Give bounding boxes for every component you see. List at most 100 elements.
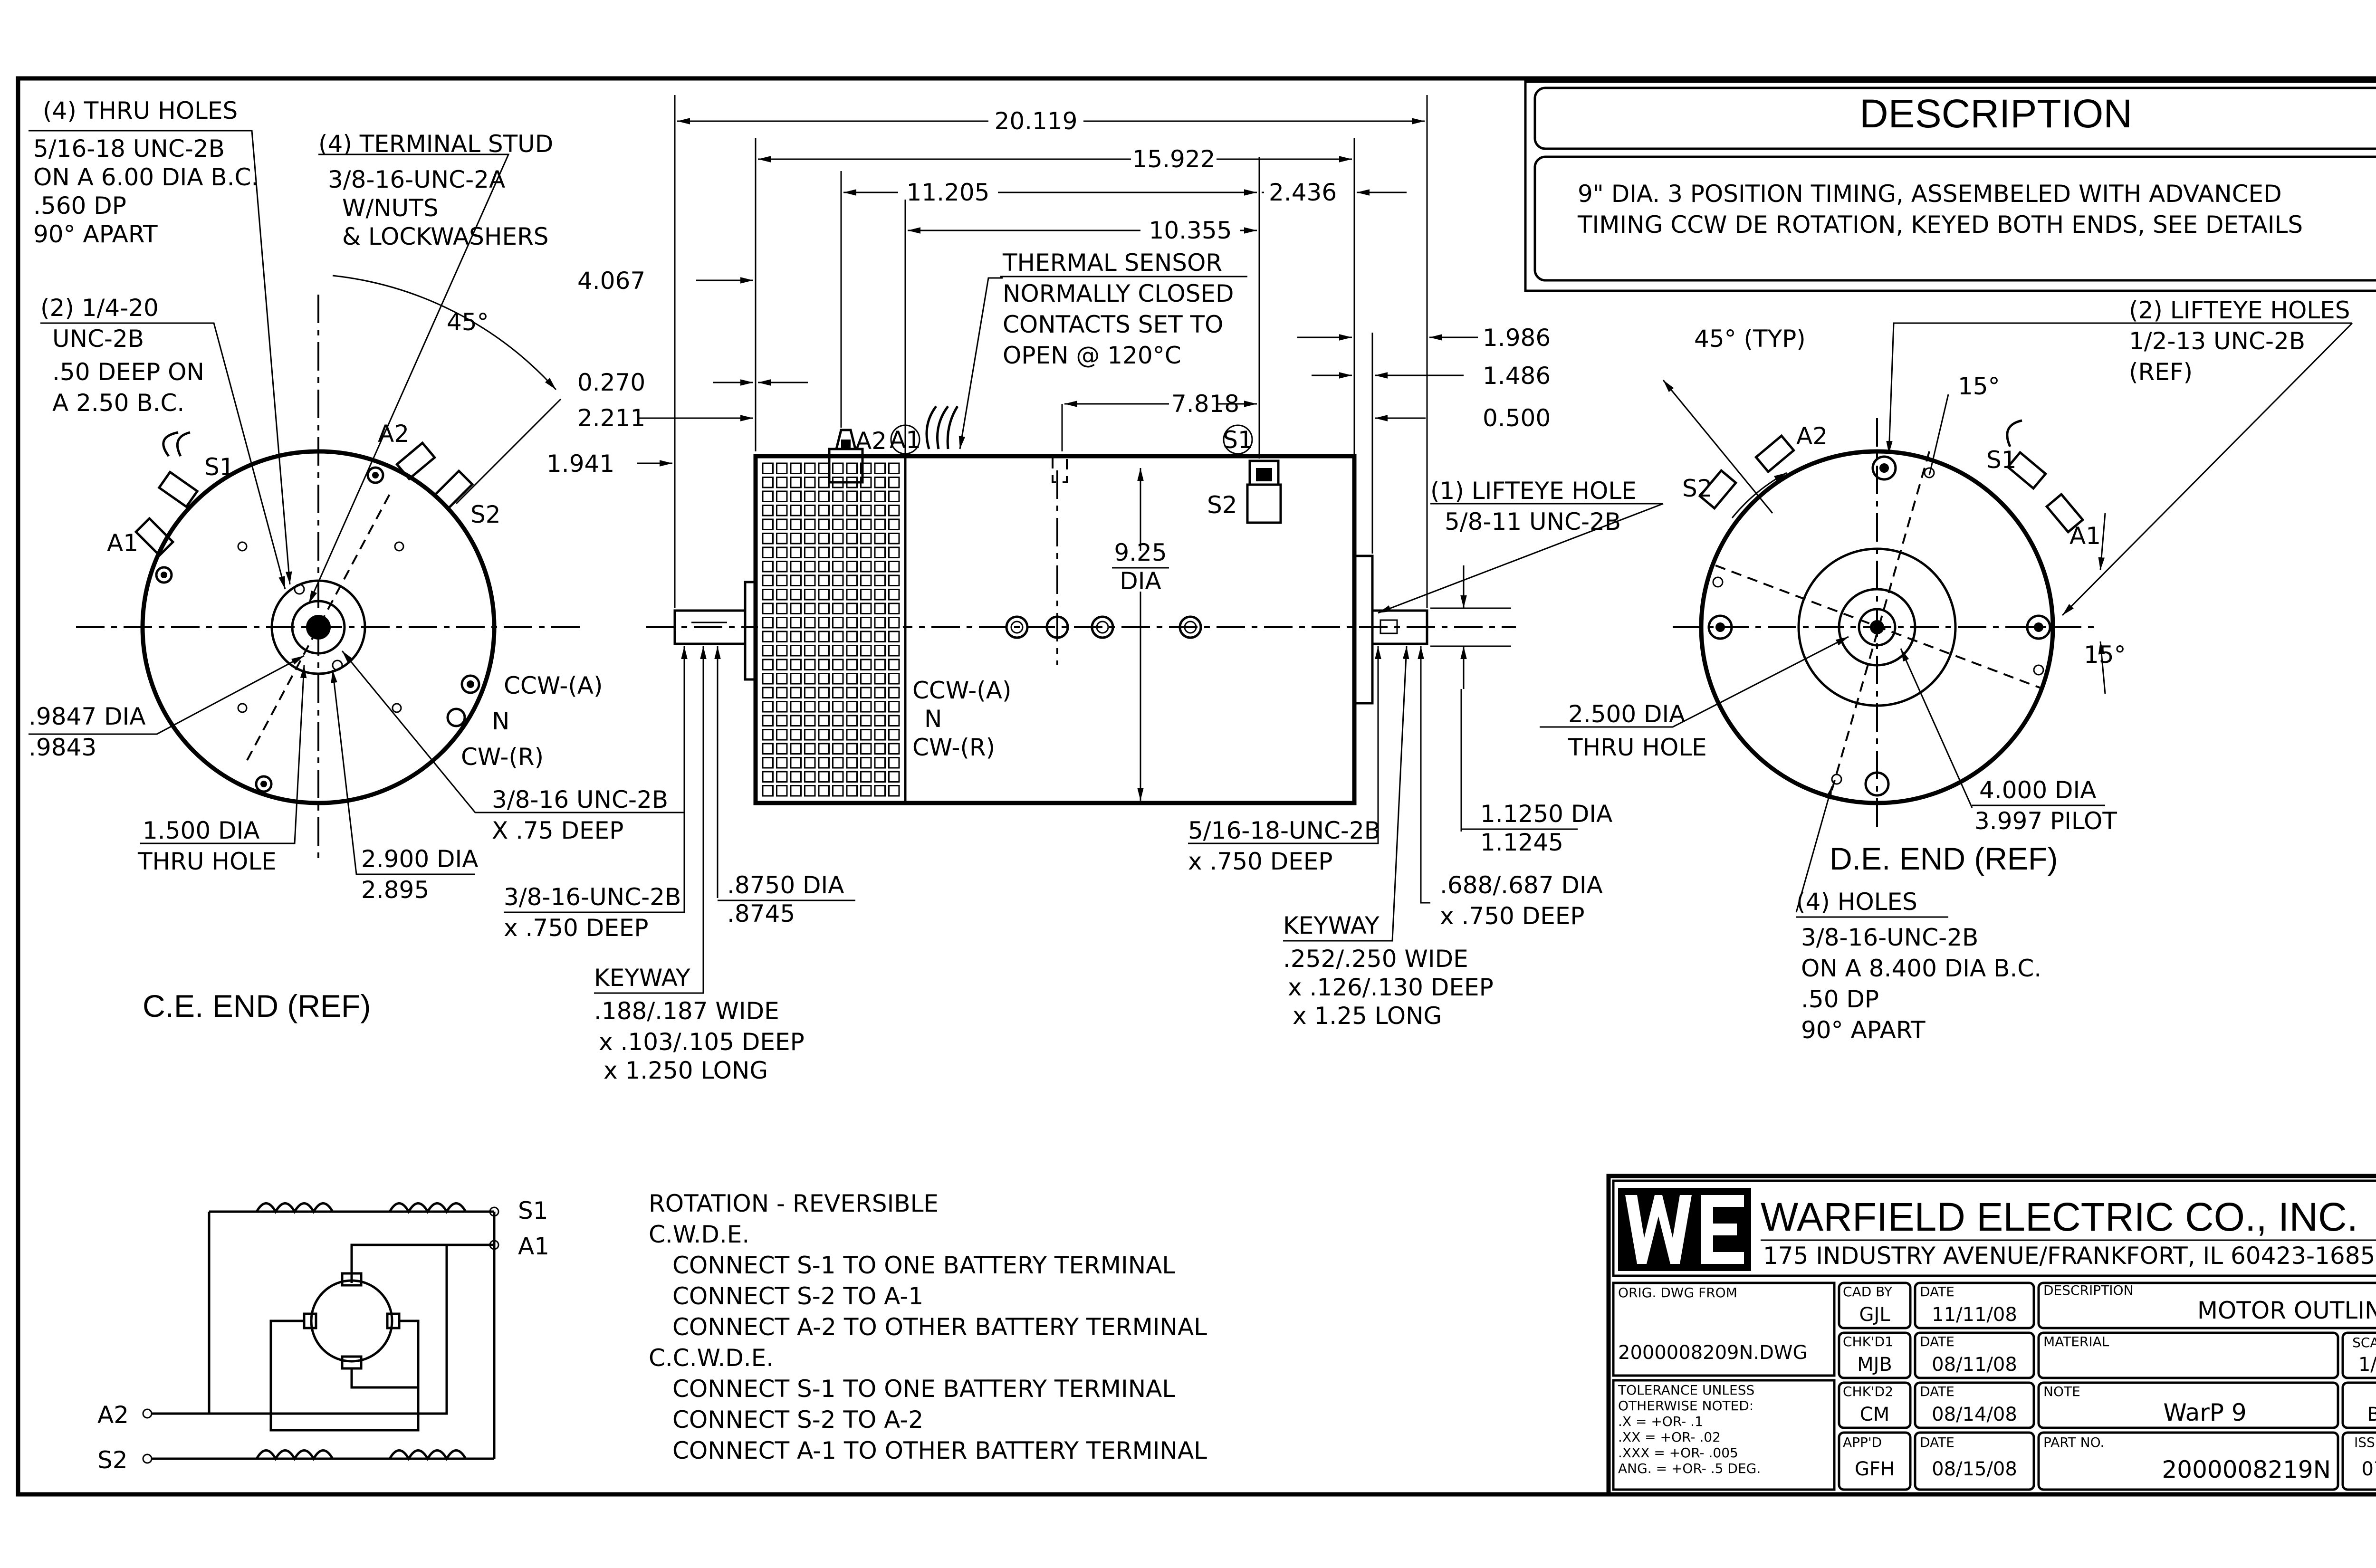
sheet-border	[16, 76, 2376, 1497]
vent-slot	[860, 645, 872, 657]
vent-slot	[888, 589, 900, 601]
vent-slot	[818, 602, 830, 614]
vent-slot	[888, 631, 900, 642]
vent-slot	[874, 785, 886, 797]
vent-slot	[860, 602, 872, 614]
vent-slot	[804, 785, 816, 797]
vent-slot	[832, 645, 844, 657]
part-no-value: 2000008219N	[2162, 1456, 2331, 1483]
vent-slot	[888, 533, 900, 545]
vent-slot	[804, 462, 816, 474]
vent-slot	[846, 785, 858, 797]
vent-slot	[776, 701, 788, 713]
ce-end-title: C.E. END (REF)	[143, 988, 371, 1023]
vent-slot	[790, 589, 802, 601]
vent-slot	[860, 533, 872, 545]
ce-label-a1: A1	[107, 529, 138, 557]
ce-label-n: N	[492, 708, 509, 735]
vent-slot	[776, 729, 788, 741]
chk1-value: MJB	[1857, 1354, 1892, 1376]
vent-slot	[804, 757, 816, 769]
vent-slot	[804, 645, 816, 657]
vent-slot	[790, 477, 802, 488]
vent-slot	[874, 771, 886, 783]
orig-dwg-value: 2000008209N.DWG	[1618, 1342, 1807, 1364]
vent-slot	[762, 533, 774, 545]
vent-slot	[860, 743, 872, 755]
vent-slot	[818, 701, 830, 713]
vent-slot	[874, 477, 886, 488]
vent-slot	[762, 757, 774, 769]
dim-0270: 0.270	[577, 369, 645, 396]
vent-slot	[818, 715, 830, 727]
vent-slot	[874, 631, 886, 642]
de-label-s1: S1	[1986, 446, 2017, 474]
vent-slot	[762, 785, 774, 797]
vent-slot	[776, 715, 788, 727]
vent-slot	[888, 757, 900, 769]
vent-slot	[888, 785, 900, 797]
side-view: 20.119 15.922 11.205 10.355 2.436 4.067 …	[504, 95, 1664, 1084]
appd-label: APP'D	[1843, 1434, 1882, 1450]
vent-slot	[818, 617, 830, 629]
ce-terminal-s1	[157, 431, 199, 508]
vent-slot	[832, 518, 844, 530]
vent-slot	[832, 546, 844, 558]
cad-by-label: CAD BY	[1843, 1284, 1893, 1300]
vent-slot	[846, 687, 858, 698]
de-shaft	[1371, 609, 1428, 645]
ce-label-s1: S1	[204, 453, 235, 481]
ce-label-a2: A2	[378, 420, 409, 448]
rotation-notes: ROTATION - REVERSIBLE C.W.D.E. CONNECT S…	[649, 1190, 1215, 1464]
ce-terminal-s2	[433, 469, 474, 510]
vent-slot	[860, 659, 872, 670]
vent-slot	[846, 533, 858, 545]
vent-slot	[762, 505, 774, 516]
commutator-vents	[758, 459, 903, 801]
vent-slot	[860, 687, 872, 698]
dim-4067: 4.067	[577, 267, 645, 295]
vent-slot	[874, 505, 886, 516]
part-no-label: PART NO.	[2043, 1434, 2104, 1450]
vent-slot	[818, 757, 830, 769]
description-box: DESCRIPTION 9" DIA. 3 POSITION TIMING, A…	[1524, 80, 2376, 292]
vent-slot	[846, 659, 858, 670]
vent-slot	[790, 771, 802, 783]
vent-slot	[874, 490, 886, 502]
vent-slot	[832, 659, 844, 670]
vent-slot	[818, 729, 830, 741]
date4-value: 08/15/08	[1932, 1458, 2017, 1480]
vent-slot	[804, 673, 816, 685]
company-address: 175 INDUSTRY AVENUE/FRANKFORT, IL 60423-…	[1763, 1242, 2375, 1270]
vent-slot	[804, 687, 816, 698]
cad-by-value: GJL	[1859, 1304, 1890, 1326]
side-label-s1: S1	[1223, 426, 1253, 454]
vent-slot	[790, 533, 802, 545]
vent-slot	[804, 729, 816, 741]
vent-slot	[888, 659, 900, 670]
vent-slot	[888, 701, 900, 713]
vent-slot	[888, 715, 900, 727]
date1-label: DATE	[1920, 1284, 1954, 1300]
vent-slot	[832, 505, 844, 516]
vent-slot	[832, 574, 844, 586]
orig-dwg-label: ORIG. DWG FROM	[1618, 1285, 1737, 1300]
vent-slot	[818, 631, 830, 642]
vent-slot	[776, 546, 788, 558]
scale-label: SCALE	[2352, 1335, 2376, 1350]
schematic-label-s2: S2	[97, 1446, 128, 1474]
vent-slot	[776, 673, 788, 685]
vent-slot	[888, 645, 900, 657]
vent-slot	[762, 645, 774, 657]
vent-slot	[846, 729, 858, 741]
issue-value: 07	[2362, 1458, 2376, 1480]
vent-slot	[804, 518, 816, 530]
vent-slot	[874, 645, 886, 657]
vent-slot	[762, 743, 774, 755]
vent-slot	[776, 602, 788, 614]
